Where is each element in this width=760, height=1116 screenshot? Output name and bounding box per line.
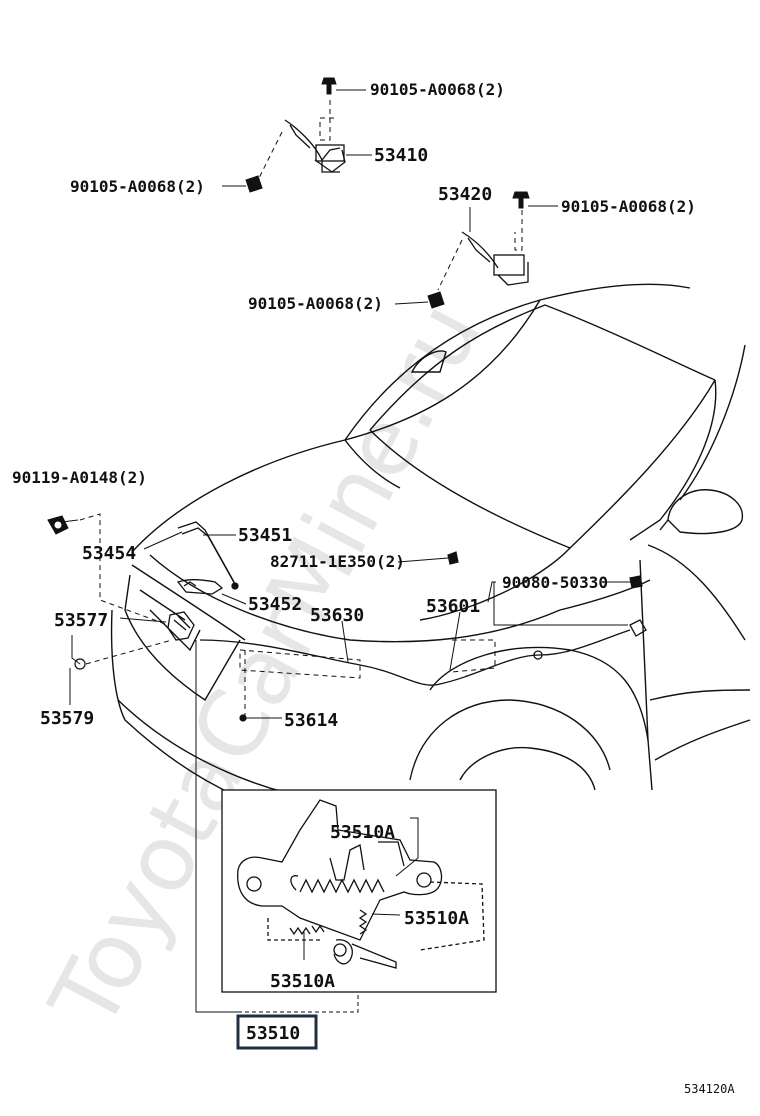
label-90105-a0068-top: 90105-A0068(2) — [370, 80, 505, 99]
label-82711-1e350: 82711-1E350(2) — [270, 552, 405, 571]
rod-holder — [176, 579, 224, 595]
part-labels: 90105-A0068(2) 53410 90105-A0068(2) 5342… — [12, 80, 696, 992]
label-53614: 53614 — [284, 710, 338, 731]
label-53510a-bottom: 53510A — [270, 971, 335, 992]
diagram-reference: 534120A — [684, 1082, 735, 1096]
dash-leaders — [79, 513, 173, 665]
detail-callout-line — [195, 640, 238, 1013]
label-53454: 53454 — [82, 543, 136, 564]
label-53601: 53601 — [426, 596, 480, 617]
label-53510: 53510 — [246, 1023, 300, 1044]
label-90105-a0068-left: 90105-A0068(2) — [70, 177, 205, 196]
hood-lock-detail — [237, 799, 485, 969]
label-53510a-top: 53510A — [330, 822, 395, 843]
hinge-dash-lines — [257, 100, 523, 291]
detail-dash-line — [238, 992, 359, 1013]
hood-hinge-right — [461, 231, 529, 286]
label-53452: 53452 — [248, 594, 302, 615]
label-90119-a0148: 90119-A0148(2) — [12, 468, 147, 487]
label-53630: 53630 — [310, 605, 364, 626]
detail-leaders — [303, 817, 419, 960]
main-part-box — [236, 1014, 318, 1050]
bolt-icon — [47, 77, 530, 535]
label-90080-50330: 90080-50330 — [502, 573, 608, 592]
label-53410: 53410 — [374, 145, 428, 166]
small-fastener — [74, 551, 643, 722]
label-90105-a0068-mid: 90105-A0068(2) — [248, 294, 383, 313]
hidden-lines — [239, 639, 496, 720]
release-cable — [199, 619, 647, 686]
label-53577: 53577 — [54, 610, 108, 631]
hood-hinge-left — [284, 119, 346, 173]
label-90105-a0068-right: 90105-A0068(2) — [561, 197, 696, 216]
hood-support-rod — [177, 521, 239, 590]
label-53420: 53420 — [438, 184, 492, 205]
leader-lines — [61, 89, 632, 719]
label-53579: 53579 — [40, 708, 94, 729]
label-53451: 53451 — [238, 525, 292, 546]
hood-lock — [167, 611, 195, 641]
label-53510a-right: 53510A — [404, 908, 469, 929]
car-body-outline — [110, 283, 751, 821]
